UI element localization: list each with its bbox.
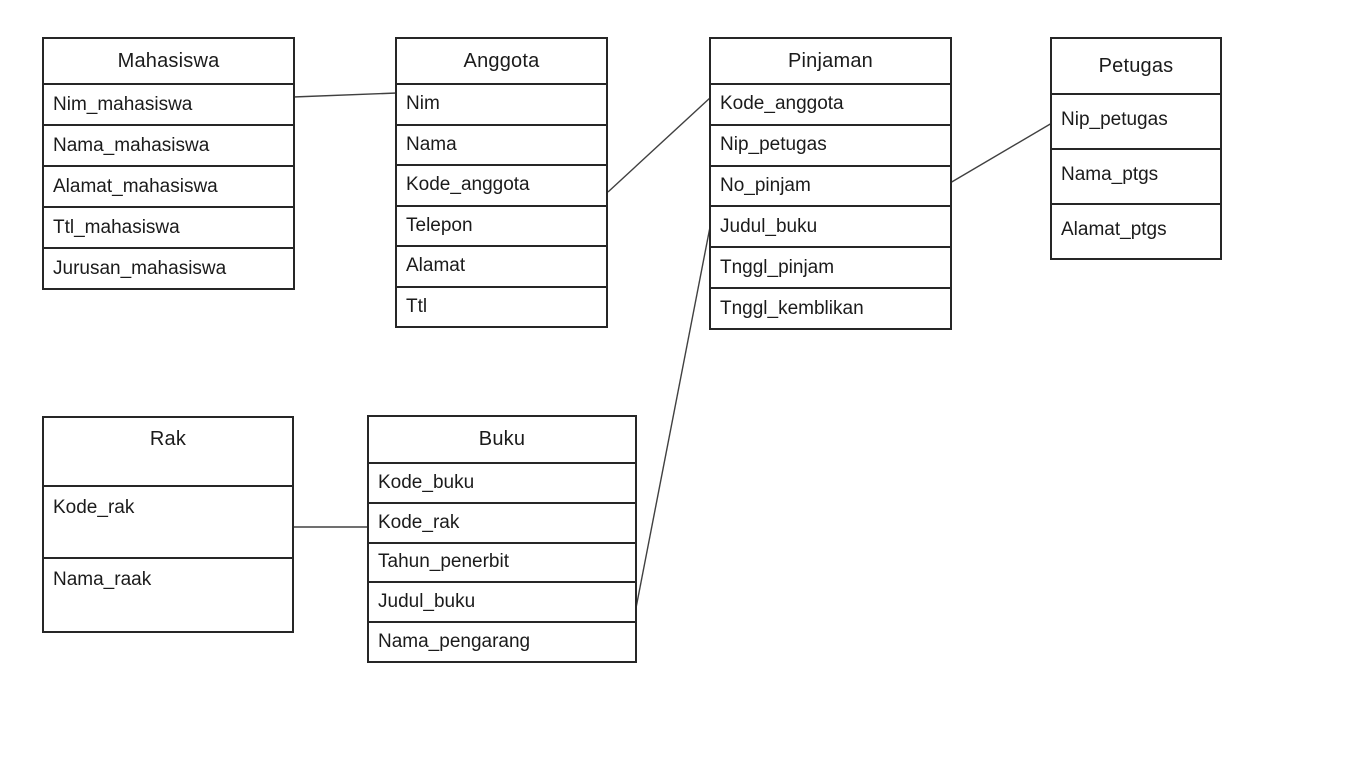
field-nama: Nama bbox=[397, 123, 606, 165]
entity-table-rak[interactable]: Rak Kode_rak Nama_raak bbox=[42, 416, 294, 633]
field-no-pinjam: No_pinjam bbox=[711, 164, 950, 206]
entity-title-buku: Buku bbox=[478, 428, 526, 450]
field-judul-buku-pinjaman: Judul_buku bbox=[711, 205, 950, 246]
field-tnggl-pinjam: Tnggl_pinjam bbox=[711, 246, 950, 287]
field-kode-anggota-pinjaman: Kode_anggota bbox=[711, 83, 950, 124]
entity-table-anggota[interactable]: Anggota Nim Nama Kode_anggota Telepon Al… bbox=[395, 37, 608, 328]
relationship-line bbox=[949, 122, 1053, 184]
field-alamat-mahasiswa: Alamat_mahasiswa bbox=[44, 165, 293, 206]
entity-title-pinjaman: Pinjaman bbox=[788, 49, 873, 72]
field-nama-mahasiswa: Nama_mahasiswa bbox=[44, 124, 293, 165]
field-telepon: Telepon bbox=[397, 204, 606, 246]
entity-title-rak: Rak bbox=[149, 428, 187, 450]
field-ttl-mahasiswa: Ttl_mahasiswa bbox=[44, 206, 293, 247]
relationship-line bbox=[292, 92, 398, 98]
field-nip-petugas-pinjaman: Nip_petugas bbox=[711, 123, 950, 165]
field-kode-rak-buku: Kode_rak bbox=[369, 501, 635, 542]
field-kode-anggota: Kode_anggota bbox=[397, 164, 606, 205]
field-kode-buku: Kode_buku bbox=[369, 462, 635, 502]
relationship-line bbox=[635, 226, 711, 609]
field-alamat: Alamat bbox=[397, 245, 606, 286]
field-nama-raak: Nama_raak bbox=[44, 557, 292, 631]
field-nama-ptgs: Nama_ptgs bbox=[1052, 148, 1220, 203]
field-nim: Nim bbox=[397, 83, 606, 124]
entity-table-pinjaman[interactable]: Pinjaman Kode_anggota Nip_petugas No_pin… bbox=[709, 37, 952, 330]
field-tnggl-kemblikan: Tnggl_kemblikan bbox=[711, 287, 950, 328]
field-ttl: Ttl bbox=[397, 285, 606, 327]
field-jurusan-mahasiswa: Jurusan_mahasiswa bbox=[44, 247, 293, 288]
entity-title-petugas: Petugas bbox=[1098, 54, 1174, 77]
entity-title-anggota: Anggota bbox=[463, 49, 540, 72]
field-nama-pengarang: Nama_pengarang bbox=[369, 621, 635, 661]
field-alamat-ptgs: Alamat_ptgs bbox=[1052, 203, 1220, 258]
entity-table-buku[interactable]: Buku Kode_buku Kode_rak Tahun_penerbit J… bbox=[367, 415, 637, 663]
field-judul-buku: Judul_buku bbox=[369, 581, 635, 621]
field-tahun-penerbit: Tahun_penerbit bbox=[369, 541, 635, 582]
entity-table-mahasiswa[interactable]: Mahasiswa Nim_mahasiswa Nama_mahasiswa A… bbox=[42, 37, 295, 290]
field-kode-rak: Kode_rak bbox=[44, 485, 292, 557]
field-nim-mahasiswa: Nim_mahasiswa bbox=[44, 83, 293, 124]
relationship-line bbox=[607, 96, 712, 193]
entity-title-mahasiswa: Mahasiswa bbox=[117, 49, 220, 72]
field-nip-petugas: Nip_petugas bbox=[1052, 93, 1220, 148]
entity-table-petugas[interactable]: Petugas Nip_petugas Nama_ptgs Alamat_ptg… bbox=[1050, 37, 1222, 260]
